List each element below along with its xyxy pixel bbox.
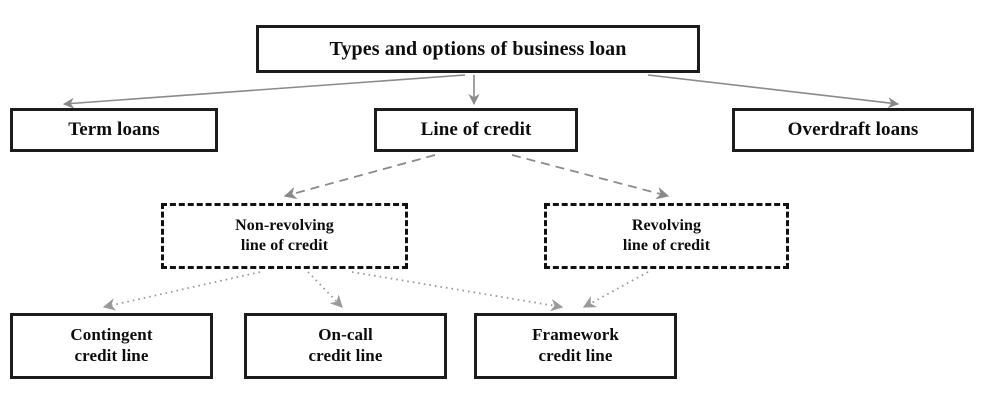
- node-root-label: Types and options of business loan: [329, 37, 627, 60]
- node-line-of-credit[interactable]: Line of credit: [374, 108, 578, 152]
- connector-root-to-overdraft-loans: [647, 74, 900, 109]
- node-line-of-credit-label: Line of credit: [420, 119, 532, 141]
- node-revolving[interactable]: Revolving line of credit: [544, 203, 789, 269]
- node-revolving-label: Revolving line of credit: [622, 217, 711, 254]
- node-non-revolving[interactable]: Non-revolving line of credit: [161, 203, 408, 269]
- connector-line-of-credit-to-revolving: [511, 154, 670, 200]
- node-term-loans-label: Term loans: [68, 119, 160, 141]
- node-contingent-label: Contingent credit line: [70, 325, 153, 365]
- connector-line-of-credit-to-non-revolving: [283, 154, 436, 200]
- node-framework[interactable]: Framework credit line: [474, 313, 677, 379]
- node-on-call-label: On-call credit line: [308, 325, 383, 365]
- node-overdraft-loans[interactable]: Overdraft loans: [732, 108, 974, 152]
- node-contingent[interactable]: Contingent credit line: [10, 313, 213, 379]
- node-term-loans[interactable]: Term loans: [10, 108, 218, 152]
- connector-non-revolving-to-framework: [351, 271, 564, 312]
- connector-non-revolving-to-on-call: [307, 271, 343, 308]
- connector-root-to-term-loans: [62, 74, 466, 109]
- node-framework-label: Framework credit line: [532, 325, 619, 365]
- connector-revolving-to-framework: [582, 271, 649, 308]
- node-non-revolving-label: Non-revolving line of credit: [235, 217, 334, 254]
- node-on-call[interactable]: On-call credit line: [244, 313, 447, 379]
- node-overdraft-loans-label: Overdraft loans: [787, 119, 919, 141]
- connector-non-revolving-to-contingent: [102, 271, 261, 311]
- node-root[interactable]: Types and options of business loan: [256, 25, 700, 73]
